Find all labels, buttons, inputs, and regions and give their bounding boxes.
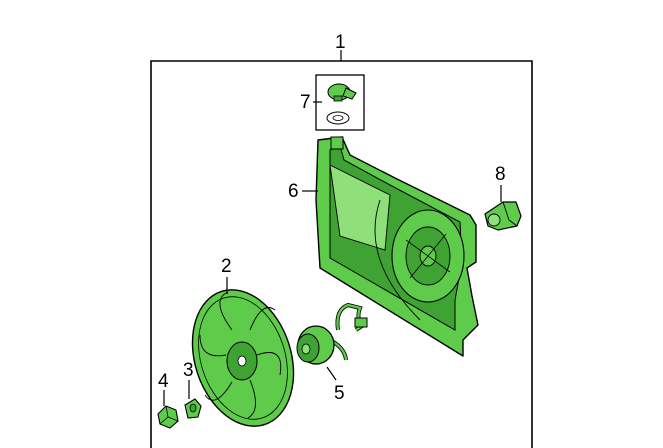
callout-4: 4 [158,371,169,392]
callout-8: 8 [495,164,506,185]
callout-3: 3 [183,360,194,381]
part-4-nut [157,405,179,429]
part-3-washer [184,398,202,419]
part-2-fan [191,289,295,427]
part-7-cap [315,74,365,131]
callout-2: 2 [221,256,232,277]
callout-7: 7 [300,92,311,113]
part-5-motor [296,302,368,365]
callout-6: 6 [288,181,299,202]
callout-5: 5 [334,383,345,404]
leader-5 [326,366,337,381]
part-8-bracket [484,201,522,231]
part-6-shroud [315,136,479,357]
callout-1: 1 [335,32,346,53]
